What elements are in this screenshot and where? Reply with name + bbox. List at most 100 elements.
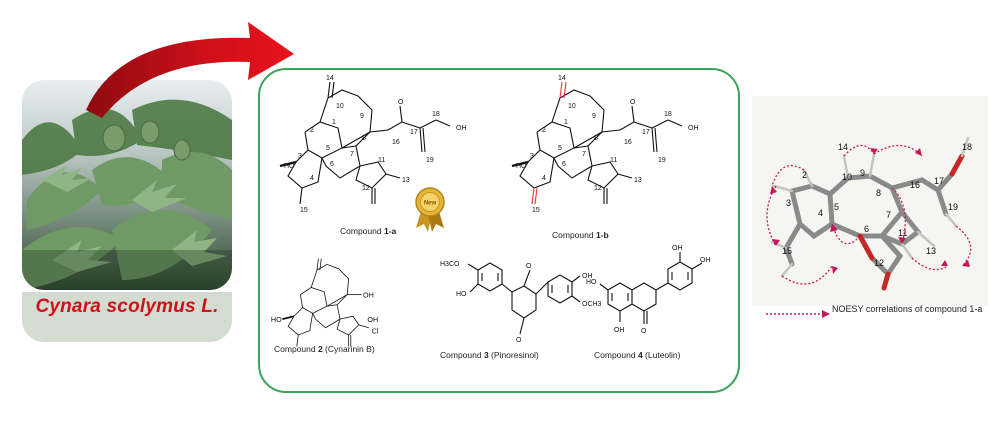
label-17-1b: 17 — [642, 129, 650, 136]
noesy-3d-model: 2 3 4 5 6 7 8 9 10 11 12 13 14 15 16 17 … — [752, 96, 988, 306]
label-oh-4a: OH — [672, 245, 683, 252]
compound-4-structure: OH OH HO OH O — [586, 245, 711, 335]
compounds-panel: HO OH O 14 15 13 19 18 17 16 12 11 10 9 … — [258, 68, 740, 393]
label-10: 10 — [336, 103, 344, 110]
compound-1a-structure: HO OH O 14 15 13 19 18 17 16 12 11 10 9 … — [279, 75, 467, 214]
noesy-label-12: 12 — [874, 258, 884, 268]
label-1: 1 — [332, 119, 336, 126]
label-12-1b: 12 — [594, 185, 602, 192]
caption-compound-1a: Compound 1-a — [340, 226, 397, 236]
noesy-label-8: 8 — [876, 188, 881, 198]
noesy-legend-label: NOESY correlations of compound 1-a — [832, 304, 983, 314]
label-6: 6 — [330, 161, 334, 168]
noesy-label-9: 9 — [860, 168, 865, 178]
label-3-1b: 3 — [530, 153, 534, 160]
label-cl-2: Cl — [372, 327, 379, 336]
label-och3-3: OCH3 — [582, 301, 602, 308]
label-13: 13 — [402, 177, 410, 184]
label-oh: OH — [456, 125, 467, 132]
label-ho-4: HO — [586, 279, 597, 286]
label-8: 8 — [362, 135, 366, 142]
plant-photo — [22, 80, 232, 290]
badge-text: New — [424, 201, 437, 207]
label-4: 4 — [310, 175, 314, 182]
label-2-1b: 2 — [542, 127, 546, 134]
label-15-1b: 15 — [532, 207, 540, 214]
caption-compound-4: Compound 4 (Luteolin) — [594, 350, 681, 360]
new-badge-icon: New — [415, 187, 445, 232]
label-oh-2: OH — [363, 291, 374, 300]
label-ho-2: HO — [271, 315, 282, 324]
label-18-1b: 18 — [664, 111, 672, 118]
compound-structures: HO OH O 14 15 13 19 18 17 16 12 11 10 9 … — [271, 75, 711, 360]
label-1-1b: 1 — [564, 119, 568, 126]
noesy-label-5: 5 — [834, 202, 839, 212]
label-o: O — [398, 99, 404, 106]
noesy-label-19: 19 — [948, 202, 958, 212]
noesy-label-2: 2 — [802, 170, 807, 180]
caption-compound-3: Compound 3 (Pinoresinol) — [440, 350, 539, 360]
plant-reflection — [22, 292, 232, 342]
label-o-3b: O — [516, 337, 522, 344]
label-13-1b: 13 — [634, 177, 642, 184]
label-9: 9 — [360, 113, 364, 120]
noesy-label-7: 7 — [886, 210, 891, 220]
label-10-1b: 10 — [568, 103, 576, 110]
label-oh-4b: OH — [700, 257, 711, 264]
compound-3-structure: OH OCH3 H3CO HO O O — [440, 261, 602, 344]
label-oh-3: OH — [582, 273, 593, 280]
label-o-1b: O — [630, 99, 636, 106]
label-3: 3 — [298, 153, 302, 160]
label-19: 19 — [426, 157, 434, 164]
compound-2-structure: HO OH OH Cl — [271, 258, 379, 347]
label-7-1b: 7 — [582, 151, 586, 158]
curved-arrow-icon — [86, 22, 294, 118]
noesy-label-10: 10 — [842, 172, 852, 182]
label-4-1b: 4 — [542, 175, 546, 182]
noesy-label-15: 15 — [782, 246, 792, 256]
label-11: 11 — [378, 157, 385, 164]
reflection-image — [22, 292, 232, 342]
label-15: 15 — [300, 207, 308, 214]
label-ho-3: HO — [456, 291, 467, 298]
noesy-label-17: 17 — [934, 176, 944, 186]
label-7: 7 — [350, 151, 354, 158]
label-5: 5 — [326, 145, 330, 152]
label-16-1b: 16 — [624, 139, 632, 146]
noesy-label-11: 11 — [898, 228, 907, 238]
label-11-1b: 11 — [610, 157, 617, 164]
artichoke-plant-image — [22, 80, 232, 290]
noesy-label-13: 13 — [926, 246, 936, 256]
caption-compound-2: Compound 2 (Cynarinin B) — [274, 344, 375, 354]
noesy-label-18: 18 — [962, 142, 972, 152]
noesy-legend-arrow-icon — [766, 310, 830, 318]
label-ho-1b: HO — [516, 163, 527, 170]
label-6-1b: 6 — [562, 161, 566, 168]
noesy-label-16: 16 — [910, 180, 920, 190]
label-2: 2 — [310, 127, 314, 134]
label-oh-4c: OH — [614, 327, 625, 334]
caption-compound-1b: Compound 1-b — [552, 230, 609, 240]
plant-species-label: Cynara scolymus L. — [35, 296, 219, 317]
label-14: 14 — [326, 75, 334, 82]
label-o-3a: O — [526, 263, 532, 270]
label-9-1b: 9 — [592, 113, 596, 120]
noesy-label-6: 6 — [864, 224, 869, 234]
label-ho: HO — [284, 163, 295, 170]
noesy-label-4: 4 — [818, 208, 823, 218]
label-8-1b: 8 — [594, 135, 598, 142]
label-h3co-3: H3CO — [440, 261, 460, 268]
compound-1b-structure: HO OH O 14 15 13 19 18 17 16 12 11 10 9 … — [511, 75, 699, 214]
label-18: 18 — [432, 111, 440, 118]
label-16: 16 — [392, 139, 400, 146]
label-oh-2b: OH — [367, 315, 378, 324]
label-17: 17 — [410, 129, 418, 136]
label-5-1b: 5 — [558, 145, 562, 152]
label-oh-1b: OH — [688, 125, 699, 132]
noesy-label-14: 14 — [838, 142, 848, 152]
label-19-1b: 19 — [658, 157, 666, 164]
label-14-1b: 14 — [558, 75, 566, 82]
noesy-label-3: 3 — [786, 198, 791, 208]
label-o-4: O — [641, 328, 647, 335]
label-12: 12 — [362, 185, 370, 192]
